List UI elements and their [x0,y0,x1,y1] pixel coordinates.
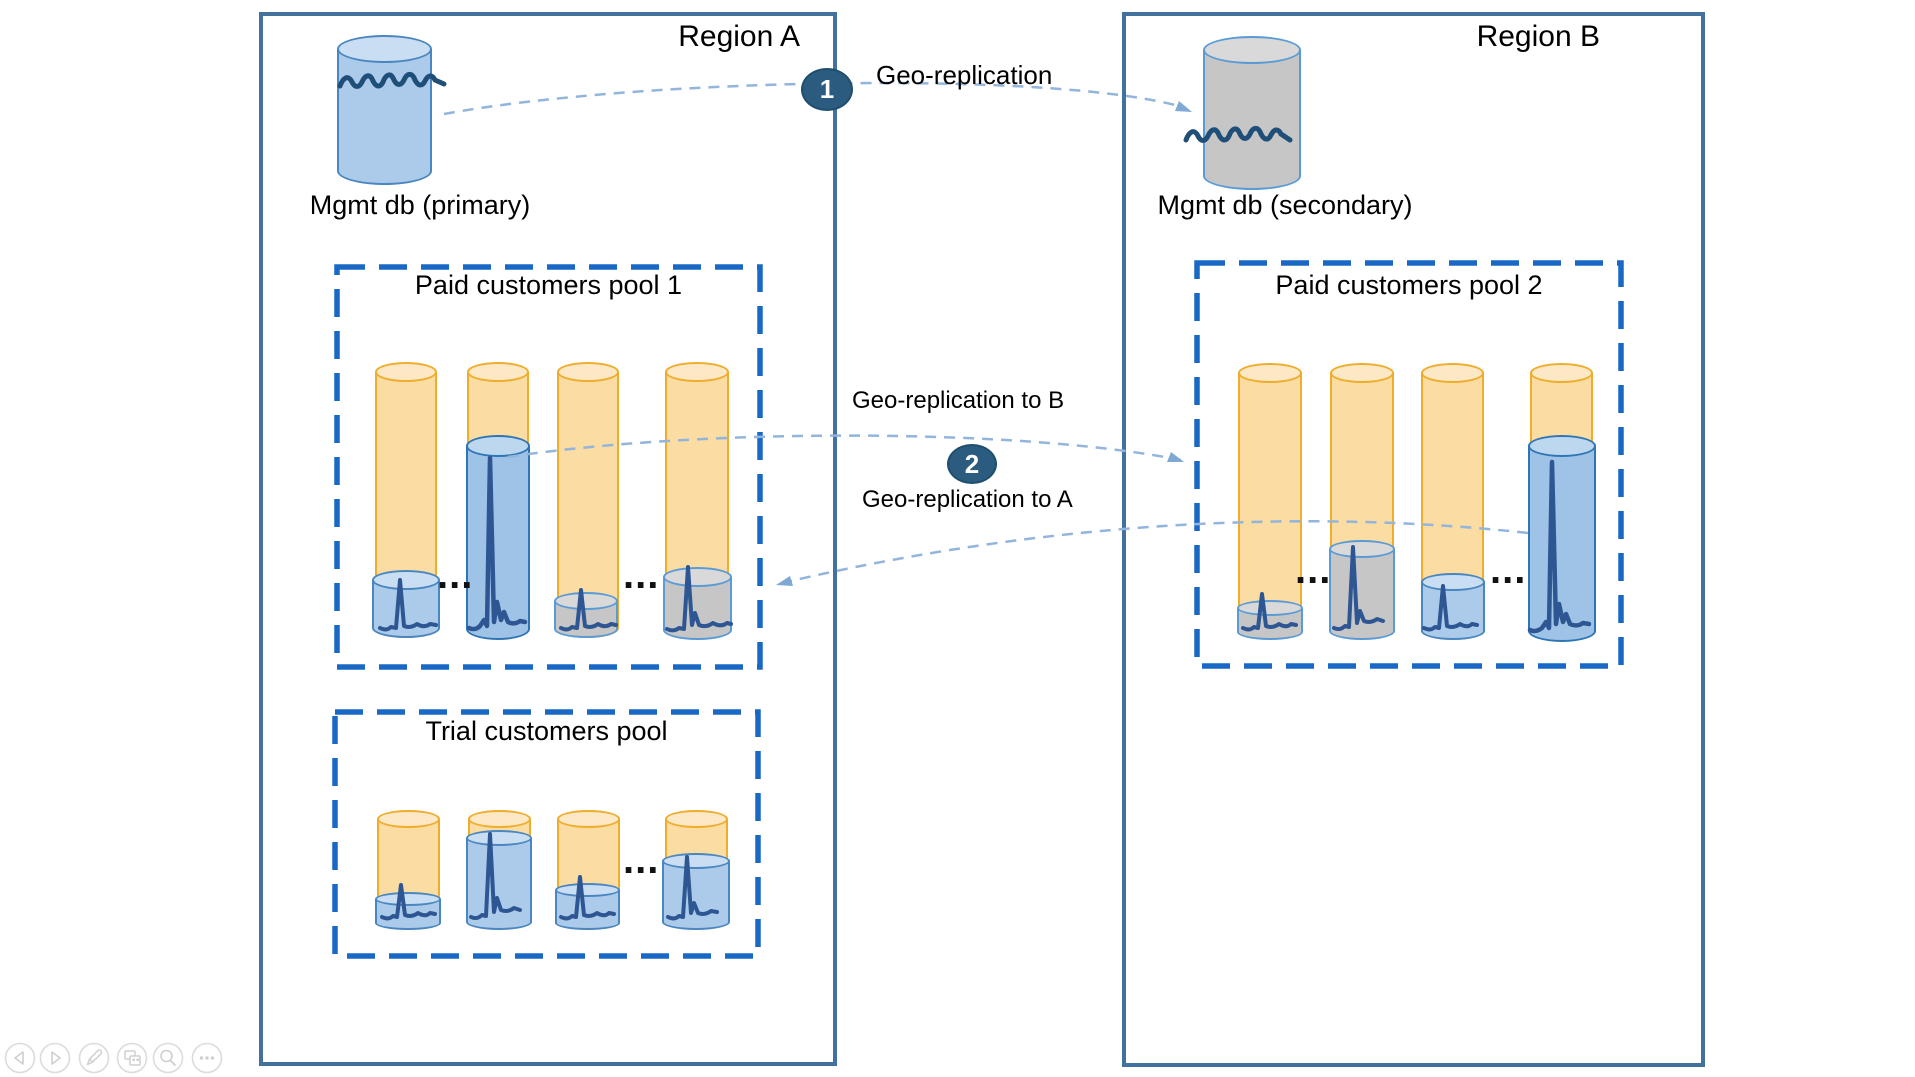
paid-pool-2-title: Paid customers pool 2 [1275,270,1543,300]
mgmt-db-secondary-label: Mgmt db (secondary) [1157,190,1413,220]
step-2-badge: 2 [947,444,997,484]
step-2-number: 2 [964,448,980,479]
pool1-db-usage-4 [663,567,732,640]
trial-ellipsis: ... [623,838,660,882]
pool1-db-usage-2-replicated [466,435,530,640]
pool2-db-usage-3 [1421,573,1485,640]
paid-pool-1-title: Paid customers pool 1 [414,270,683,300]
mgmt-db-primary-label: Mgmt db (primary) [309,190,531,220]
pool1-db-usage-1 [372,570,440,638]
step-1-badge: 1 [801,68,853,111]
previous-arrow-icon [4,1042,36,1074]
trial-pool-title: Trial customers pool [425,716,668,746]
geo-replication-label: Geo-replication [876,60,1053,90]
pool2-db-usage-4-replica [1528,435,1596,642]
region-a-title: Region A [678,20,800,53]
pen-icon [78,1042,110,1074]
step-1-number: 1 [819,74,835,104]
pool2-db-usage-1 [1237,600,1303,640]
pool2-ellipsis-1: ... [1295,548,1332,592]
pool1-ellipsis-2: ... [623,553,660,597]
pen-tool-button[interactable] [78,1042,110,1074]
trial-db-usage-4 [662,853,730,930]
pool2-capacity-cylinder-1 [1238,363,1302,639]
slide-sorter-button[interactable] [116,1042,148,1074]
pool1-ellipsis-1: ... [437,553,474,597]
pool2-db-usage-2 [1329,540,1395,640]
geo-replication-to-a-label: Geo-replication to A [862,486,1073,513]
more-options-button[interactable] [191,1042,223,1074]
trial-db-usage-2 [466,830,532,930]
previous-slide-button[interactable] [4,1042,36,1074]
next-arrow-icon [39,1042,71,1074]
region-b-title: Region B [1476,20,1600,53]
pool2-ellipsis-2: ... [1490,548,1527,592]
next-slide-button[interactable] [39,1042,71,1074]
trial-db-usage-1 [375,892,441,930]
mgmt-db-primary-cylinder [337,35,432,185]
pool1-db-usage-3 [554,592,618,638]
zoom-button[interactable] [152,1042,184,1074]
trial-db-usage-3 [555,883,620,930]
slide-sorter-icon [116,1042,148,1074]
mgmt-db-secondary-cylinder [1203,36,1301,190]
ellipsis-icon [191,1042,223,1074]
geo-replication-to-b-label: Geo-replication to B [852,387,1065,414]
magnifier-icon [152,1042,184,1074]
